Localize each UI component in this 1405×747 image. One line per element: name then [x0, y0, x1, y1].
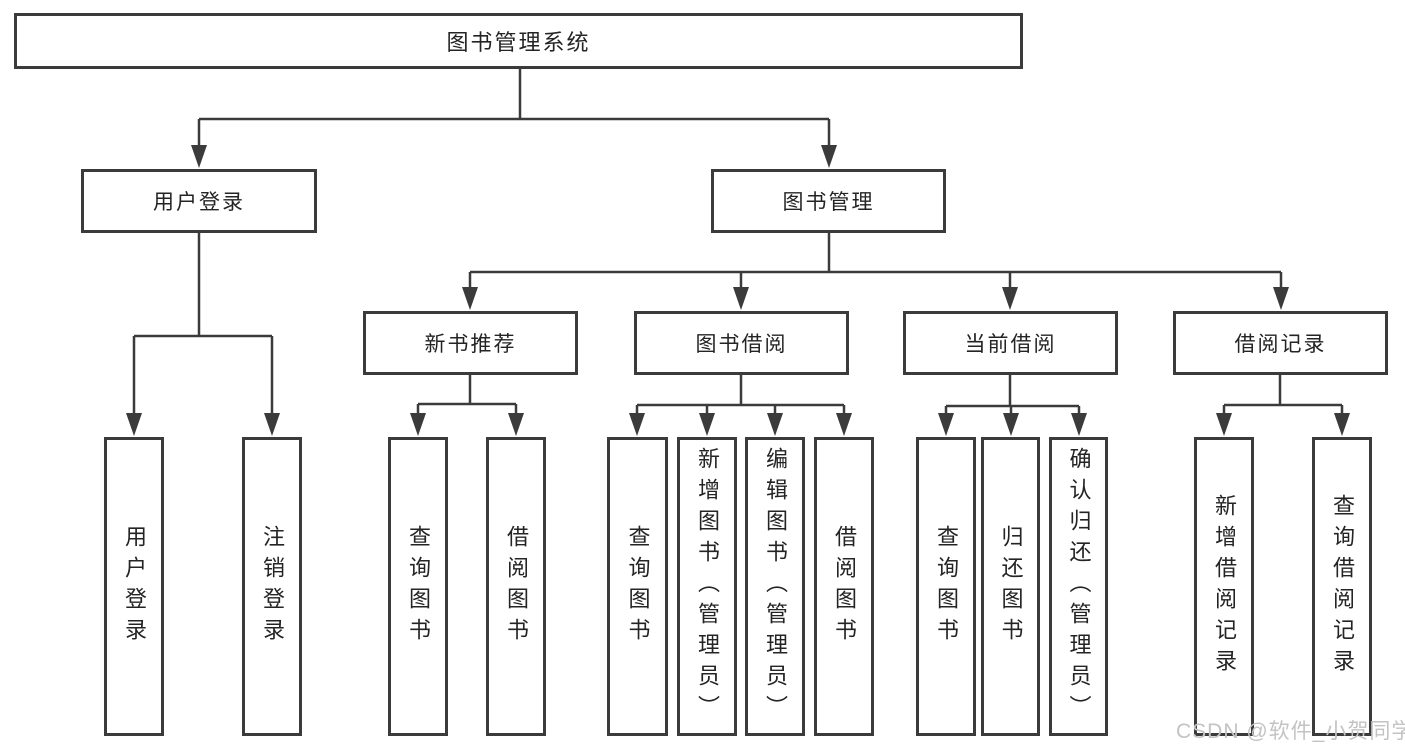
node-new-book-recommendation-label: 新书推荐 — [424, 333, 517, 356]
node-borrowing-records-label: 借阅记录 — [1234, 333, 1327, 356]
arrowhead-icons — [126, 145, 1350, 436]
leaf-borrowing-edit-books-admin: 编辑图书（管理员） — [745, 437, 805, 736]
leaf-newbook-query-books-label: 查询图书 — [406, 524, 431, 649]
node-root: 图书管理系统 — [14, 13, 1023, 69]
node-user-login-label: 用户登录 — [153, 191, 245, 214]
leaf-newbook-borrow-books-label: 借阅图书 — [504, 524, 529, 649]
node-current-borrowing: 当前借阅 — [903, 311, 1118, 375]
leaf-user-login-label: 用户登录 — [122, 524, 147, 649]
node-user-login: 用户登录 — [81, 169, 317, 233]
node-book-management-label: 图书管理 — [782, 191, 875, 214]
node-borrowing-records: 借阅记录 — [1173, 311, 1388, 375]
leaf-current-return-books-label: 归还图书 — [998, 524, 1024, 649]
leaf-records-add-record: 新增借阅记录 — [1194, 437, 1254, 736]
leaf-current-query-books: 查询图书 — [916, 437, 976, 736]
leaf-records-add-record-label: 新增借阅记录 — [1212, 493, 1237, 680]
leaf-current-confirm-return-admin-label: 确认归还（管理员） — [1066, 447, 1092, 726]
leaf-user-login: 用户登录 — [104, 437, 164, 736]
leaf-borrowing-add-books-admin: 新增图书（管理员） — [677, 437, 737, 736]
node-root-label: 图书管理系统 — [446, 30, 591, 55]
leaf-current-query-books-label: 查询图书 — [934, 524, 959, 649]
leaf-newbook-borrow-books: 借阅图书 — [486, 437, 546, 736]
leaf-logout-label: 注销登录 — [260, 524, 285, 649]
csdn-watermark: CSDN @软件_小贺同学 — [1176, 720, 1405, 743]
node-book-borrowing-label: 图书借阅 — [695, 333, 788, 356]
node-new-book-recommendation: 新书推荐 — [363, 311, 578, 375]
leaf-newbook-query-books: 查询图书 — [388, 437, 448, 736]
leaf-borrowing-query-books: 查询图书 — [607, 437, 668, 736]
leaf-logout: 注销登录 — [242, 437, 302, 736]
leaf-borrowing-query-books-label: 查询图书 — [625, 524, 651, 649]
leaf-borrowing-add-books-admin-label: 新增图书（管理员） — [695, 447, 720, 726]
leaf-borrowing-borrow-books-label: 借阅图书 — [832, 524, 857, 649]
node-current-borrowing-label: 当前借阅 — [964, 333, 1057, 356]
leaf-current-confirm-return-admin: 确认归还（管理员） — [1049, 437, 1108, 736]
leaf-current-return-books: 归还图书 — [981, 437, 1040, 736]
node-book-borrowing: 图书借阅 — [634, 311, 849, 375]
leaf-records-query-record-label: 查询借阅记录 — [1330, 493, 1355, 680]
leaf-records-query-record: 查询借阅记录 — [1312, 437, 1372, 736]
leaf-borrowing-edit-books-admin-label: 编辑图书（管理员） — [763, 447, 788, 726]
leaf-borrowing-borrow-books: 借阅图书 — [814, 437, 874, 736]
node-book-management: 图书管理 — [711, 169, 946, 233]
